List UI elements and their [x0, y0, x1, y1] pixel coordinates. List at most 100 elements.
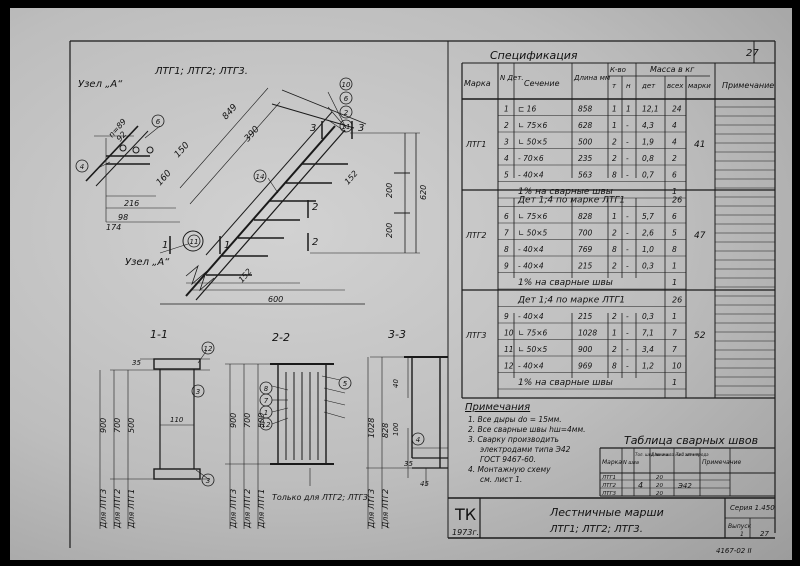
dim-152a: 152 — [343, 169, 360, 186]
callout: 7 — [259, 393, 273, 407]
spec-cell-n: - — [626, 138, 629, 147]
spec-cell-all: 1 — [672, 262, 677, 271]
callout-circle — [411, 432, 425, 446]
section-title-3-3: 3-3 — [388, 328, 406, 341]
title-block-grid — [448, 497, 775, 539]
spec-cell-sec: ⊏ 16 — [518, 105, 536, 114]
weld-row-len: 20 — [656, 475, 663, 481]
spec-cell-pos: 5 — [504, 171, 509, 180]
spec-cell-t: 8 — [612, 245, 617, 254]
spec-group-total: 41 — [694, 140, 705, 150]
tb-code: 4167-02 II — [716, 547, 752, 555]
callout-number: 5 — [343, 380, 348, 388]
dim-s35b: 35 — [404, 460, 413, 468]
spec-cell-len: 215 — [578, 312, 593, 321]
callout-number: 12 — [262, 421, 271, 429]
dim-849: 849 — [221, 102, 240, 122]
spec-cell-len: 769 — [578, 245, 593, 254]
note-item: 2. Все сварные швы hш=4мм. — [468, 425, 586, 434]
dim-390: 390 — [243, 124, 262, 144]
spec-cell-n: - — [626, 312, 629, 321]
spec-row-all: 1 — [672, 378, 677, 387]
callout-circle — [339, 105, 353, 119]
callout: 3 — [201, 473, 215, 487]
weld-h-el: Тип элек-трода — [676, 452, 709, 457]
note-item: электродами типа Э42 — [480, 445, 571, 454]
vdim-828: 828 — [381, 423, 390, 438]
weld-row-mark: ЛТГ3 — [601, 491, 617, 497]
spec-cell-t: 2 — [612, 138, 617, 147]
note-item: 4. Монтажную схему — [468, 465, 551, 474]
spec-cell-n: - — [626, 229, 629, 238]
spec-cell-t: 2 — [612, 262, 617, 271]
callout: 11 — [187, 234, 201, 248]
callout: 2 — [339, 105, 353, 119]
spec-h-pos: N Дет. — [500, 74, 524, 82]
callout-number: 8 — [264, 385, 269, 393]
tb-year: 1973г. — [452, 528, 479, 537]
sheet-number: 27 — [746, 48, 759, 59]
spec-cell-len: 1028 — [578, 329, 597, 338]
spec-cell-pos: 4 — [504, 154, 509, 163]
spec-title: Спецификация — [490, 49, 578, 62]
spec-cell-t: 2 — [612, 229, 617, 238]
spec-cell-t: 8 — [612, 171, 617, 180]
vlabel-ltg3-a: Для ЛТГ3 — [99, 489, 108, 529]
weld-hw-value: 4 — [638, 481, 643, 490]
dim-160: 160 — [155, 168, 174, 188]
callout: 12 — [259, 417, 273, 431]
spec-cell-det: 1,0 — [642, 245, 654, 254]
spec-cell-t: 1 — [612, 105, 617, 114]
spec-cell-len: 563 — [578, 171, 593, 180]
cut-2-upper: 2 — [312, 202, 318, 213]
spec-cell-det: 12,1 — [642, 105, 659, 114]
callout-number: 6 — [156, 118, 161, 126]
spec-cell-sec: - 40×4 — [518, 262, 544, 271]
callout-circle — [187, 234, 201, 248]
callout: 11 — [339, 119, 353, 133]
spec-cell-t: 1 — [612, 121, 617, 130]
spec-cell-pos: 1 — [504, 105, 509, 114]
spec-group-mark: ЛТГ3 — [465, 331, 486, 340]
spec-cell-len: 628 — [578, 121, 593, 130]
spec-cell-len: 215 — [578, 262, 593, 271]
callout: 6 — [151, 114, 165, 128]
spec-cell-n: 1 — [626, 105, 631, 114]
drawing-canvas — [69, 40, 776, 548]
spec-cell-sec: ∟ 75×6 — [518, 329, 547, 338]
callout-number: 4 — [416, 436, 420, 444]
cut-3-left: 3 — [310, 123, 316, 134]
node-label-lower: Узел „А“ — [125, 257, 170, 268]
dim-174: 174 — [106, 223, 121, 232]
spec-cell-len: 235 — [578, 154, 593, 163]
vdim-500-a: 500 — [127, 418, 136, 433]
vdim-1028: 1028 — [367, 418, 376, 438]
callout-circle — [259, 417, 273, 431]
spec-cell-pos: 9 — [504, 312, 509, 321]
spec-cell-len: 700 — [578, 229, 593, 238]
spec-cell-sec: ∟ 50×5 — [518, 138, 547, 147]
weld-row-len: 20 — [656, 483, 663, 489]
tb-issue: 1 — [740, 531, 744, 538]
callout: 6 — [339, 91, 353, 105]
callout: 4 — [411, 432, 425, 446]
vlabel-ltg3-b: Для ЛТГ3 — [229, 489, 238, 529]
spec-group-total: 52 — [694, 331, 706, 341]
callout: 14 — [253, 169, 267, 183]
spec-cell-len: 858 — [578, 105, 593, 114]
spec-row-lines — [498, 106, 775, 396]
weld-h-hw: Тол. шва hш мм — [635, 452, 668, 457]
note-item: см. лист 1. — [480, 475, 522, 484]
notes-list: 1. Все дыры do = 15мм.2. Все сварные швы… — [468, 415, 586, 484]
spec-cell-n: - — [626, 154, 629, 163]
spec-cell-pos: 7 — [504, 229, 509, 238]
spec-cell-n: - — [626, 212, 629, 221]
callout-number: 4 — [80, 163, 84, 171]
vdim-700-a: 700 — [113, 418, 122, 433]
spec-h-qty-t: т — [612, 82, 617, 90]
dim-152b: 152 — [237, 267, 254, 284]
spec-cell-sec: - 40×4 — [518, 312, 544, 321]
spec-h-mass-det: дет — [641, 82, 656, 90]
